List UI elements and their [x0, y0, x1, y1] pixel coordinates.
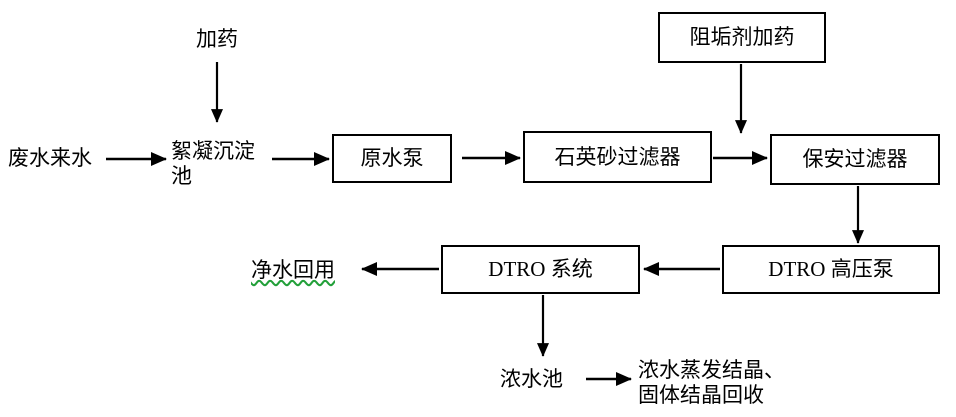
- node-raw-water-pump: 原水泵: [332, 134, 452, 183]
- node-label-scale-inhibitor-dosing: 阻垢剂加药: [689, 25, 795, 50]
- node-label-floc-sed-tank: 絮凝沉淀 池: [171, 139, 255, 188]
- node-quartz-sand-filter: 石英砂过滤器: [523, 131, 712, 183]
- node-label-raw-water-pump: 原水泵: [360, 146, 424, 171]
- node-label-influent: 废水来水: [8, 145, 92, 170]
- node-influent: 废水来水: [8, 140, 108, 176]
- node-label-purified-water-reuse: 净水回用: [251, 257, 335, 282]
- node-security-filter: 保安过滤器: [770, 134, 940, 185]
- node-label-dtro-system: DTRO 系统: [488, 257, 593, 282]
- node-dtro-high-pressure-pump: DTRO 高压泵: [722, 245, 940, 294]
- node-label-security-filter: 保安过滤器: [802, 147, 908, 172]
- node-label-dtro-high-pressure-pump: DTRO 高压泵: [768, 257, 894, 282]
- node-dtro-system: DTRO 系统: [441, 245, 640, 294]
- node-label-quartz-sand-filter: 石英砂过滤器: [554, 144, 681, 169]
- node-floc-sed-tank: 絮凝沉淀 池: [171, 133, 279, 195]
- node-label-concentrate-evaporation-crystallization: 浓水蒸发结晶、 固体结晶回收: [638, 358, 785, 407]
- node-label-dosing: 加药: [196, 26, 238, 51]
- node-dosing: 加药: [186, 22, 248, 56]
- node-label-concentrate-tank: 浓水池: [500, 366, 563, 391]
- node-concentrate-tank: 浓水池: [500, 362, 578, 396]
- node-concentrate-evaporation-crystallization: 浓水蒸发结晶、 固体结晶回收: [638, 350, 813, 416]
- node-purified-water-reuse: 净水回用: [251, 253, 355, 287]
- node-scale-inhibitor-dosing: 阻垢剂加药: [658, 12, 826, 63]
